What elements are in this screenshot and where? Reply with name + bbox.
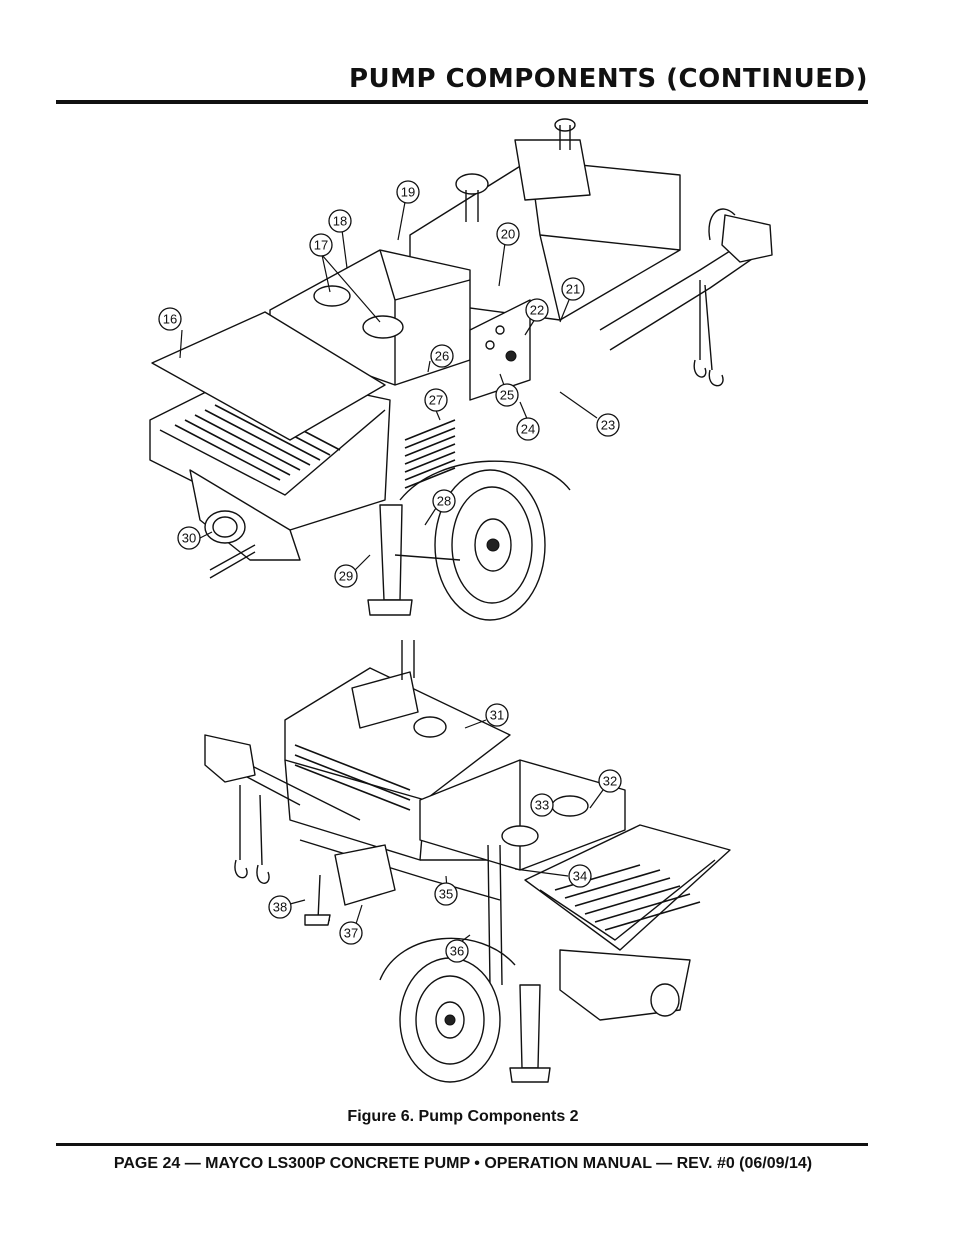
svg-text:30: 30 bbox=[182, 531, 196, 546]
callout-28: 28 bbox=[432, 489, 456, 513]
header-rule bbox=[56, 100, 868, 104]
callout-34: 34 bbox=[568, 864, 592, 888]
callout-16: 16 bbox=[158, 307, 182, 331]
callout-27: 27 bbox=[424, 388, 448, 412]
svg-text:31: 31 bbox=[490, 708, 504, 723]
svg-text:21: 21 bbox=[566, 282, 580, 297]
svg-text:29: 29 bbox=[339, 569, 353, 584]
svg-text:19: 19 bbox=[401, 185, 415, 200]
svg-text:36: 36 bbox=[450, 944, 464, 959]
svg-text:18: 18 bbox=[333, 214, 347, 229]
callout-19: 19 bbox=[396, 180, 420, 204]
svg-text:38: 38 bbox=[273, 900, 287, 915]
svg-text:22: 22 bbox=[530, 303, 544, 318]
callout-33: 33 bbox=[530, 793, 554, 817]
footer-rule bbox=[56, 1143, 868, 1146]
callout-38: 38 bbox=[268, 895, 292, 919]
svg-text:27: 27 bbox=[429, 393, 443, 408]
svg-text:25: 25 bbox=[500, 388, 514, 403]
callout-25: 25 bbox=[495, 383, 519, 407]
svg-text:28: 28 bbox=[437, 494, 451, 509]
svg-text:33: 33 bbox=[535, 798, 549, 813]
callout-26: 26 bbox=[430, 344, 454, 368]
svg-text:35: 35 bbox=[439, 887, 453, 902]
callout-37: 37 bbox=[339, 921, 363, 945]
pump-components-figure: 16 17 18 19 20 21 22 23 24 25 26 27 28 2… bbox=[149, 118, 773, 1083]
page-title: PUMP COMPONENTS (CONTINUED) bbox=[349, 64, 868, 94]
top-pump-illustration bbox=[149, 118, 773, 621]
callout-23: 23 bbox=[596, 413, 620, 437]
svg-text:23: 23 bbox=[601, 418, 615, 433]
callout-21: 21 bbox=[561, 277, 585, 301]
callout-31: 31 bbox=[485, 703, 509, 727]
callout-35: 35 bbox=[434, 882, 458, 906]
page-footer: PAGE 24 — MAYCO LS300P CONCRETE PUMP • O… bbox=[113, 1155, 813, 1172]
svg-text:20: 20 bbox=[501, 227, 515, 242]
callout-32: 32 bbox=[598, 769, 622, 793]
callout-17: 17 bbox=[309, 233, 333, 257]
svg-text:16: 16 bbox=[163, 312, 177, 327]
svg-text:17: 17 bbox=[314, 238, 328, 253]
callout-18: 18 bbox=[328, 209, 352, 233]
callout-30: 30 bbox=[177, 526, 201, 550]
callout-29: 29 bbox=[334, 564, 358, 588]
callout-24: 24 bbox=[516, 417, 540, 441]
figure-caption: Figure 6. Pump Components 2 bbox=[347, 1108, 579, 1125]
svg-text:26: 26 bbox=[435, 349, 449, 364]
svg-text:37: 37 bbox=[344, 926, 358, 941]
callout-22: 22 bbox=[525, 298, 549, 322]
callout-36: 36 bbox=[445, 939, 469, 963]
bottom-pump-illustration bbox=[204, 640, 731, 1083]
callout-20: 20 bbox=[496, 222, 520, 246]
svg-text:24: 24 bbox=[521, 422, 535, 437]
svg-text:32: 32 bbox=[603, 774, 617, 789]
svg-text:34: 34 bbox=[573, 869, 587, 884]
